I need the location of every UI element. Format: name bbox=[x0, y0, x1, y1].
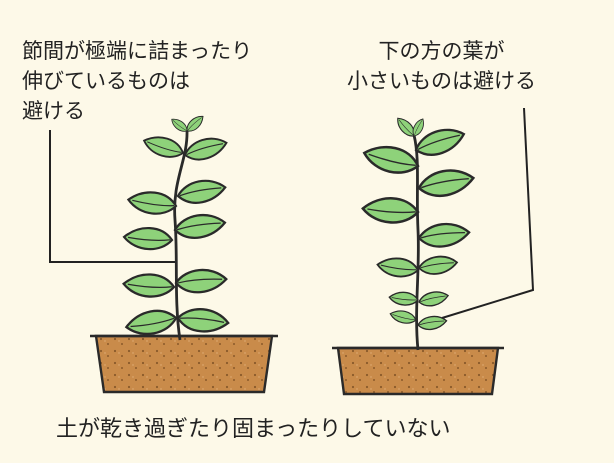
right-note: 下の方の葉が 小さいものは避ける bbox=[347, 39, 536, 93]
right-pot bbox=[336, 346, 500, 396]
left-plant bbox=[90, 112, 278, 394]
left-note: 節間が極端に詰まったり 伸びているものは 避ける bbox=[22, 39, 253, 123]
left-stem bbox=[173, 129, 189, 341]
right-stem bbox=[412, 134, 420, 351]
bottom-note: 土が乾き過ぎたり固まったりしていない bbox=[56, 417, 451, 442]
left-pointer-line bbox=[49, 130, 175, 263]
right-pointer-line bbox=[441, 107, 535, 319]
left-pot bbox=[94, 334, 274, 394]
right-plant bbox=[332, 113, 504, 396]
